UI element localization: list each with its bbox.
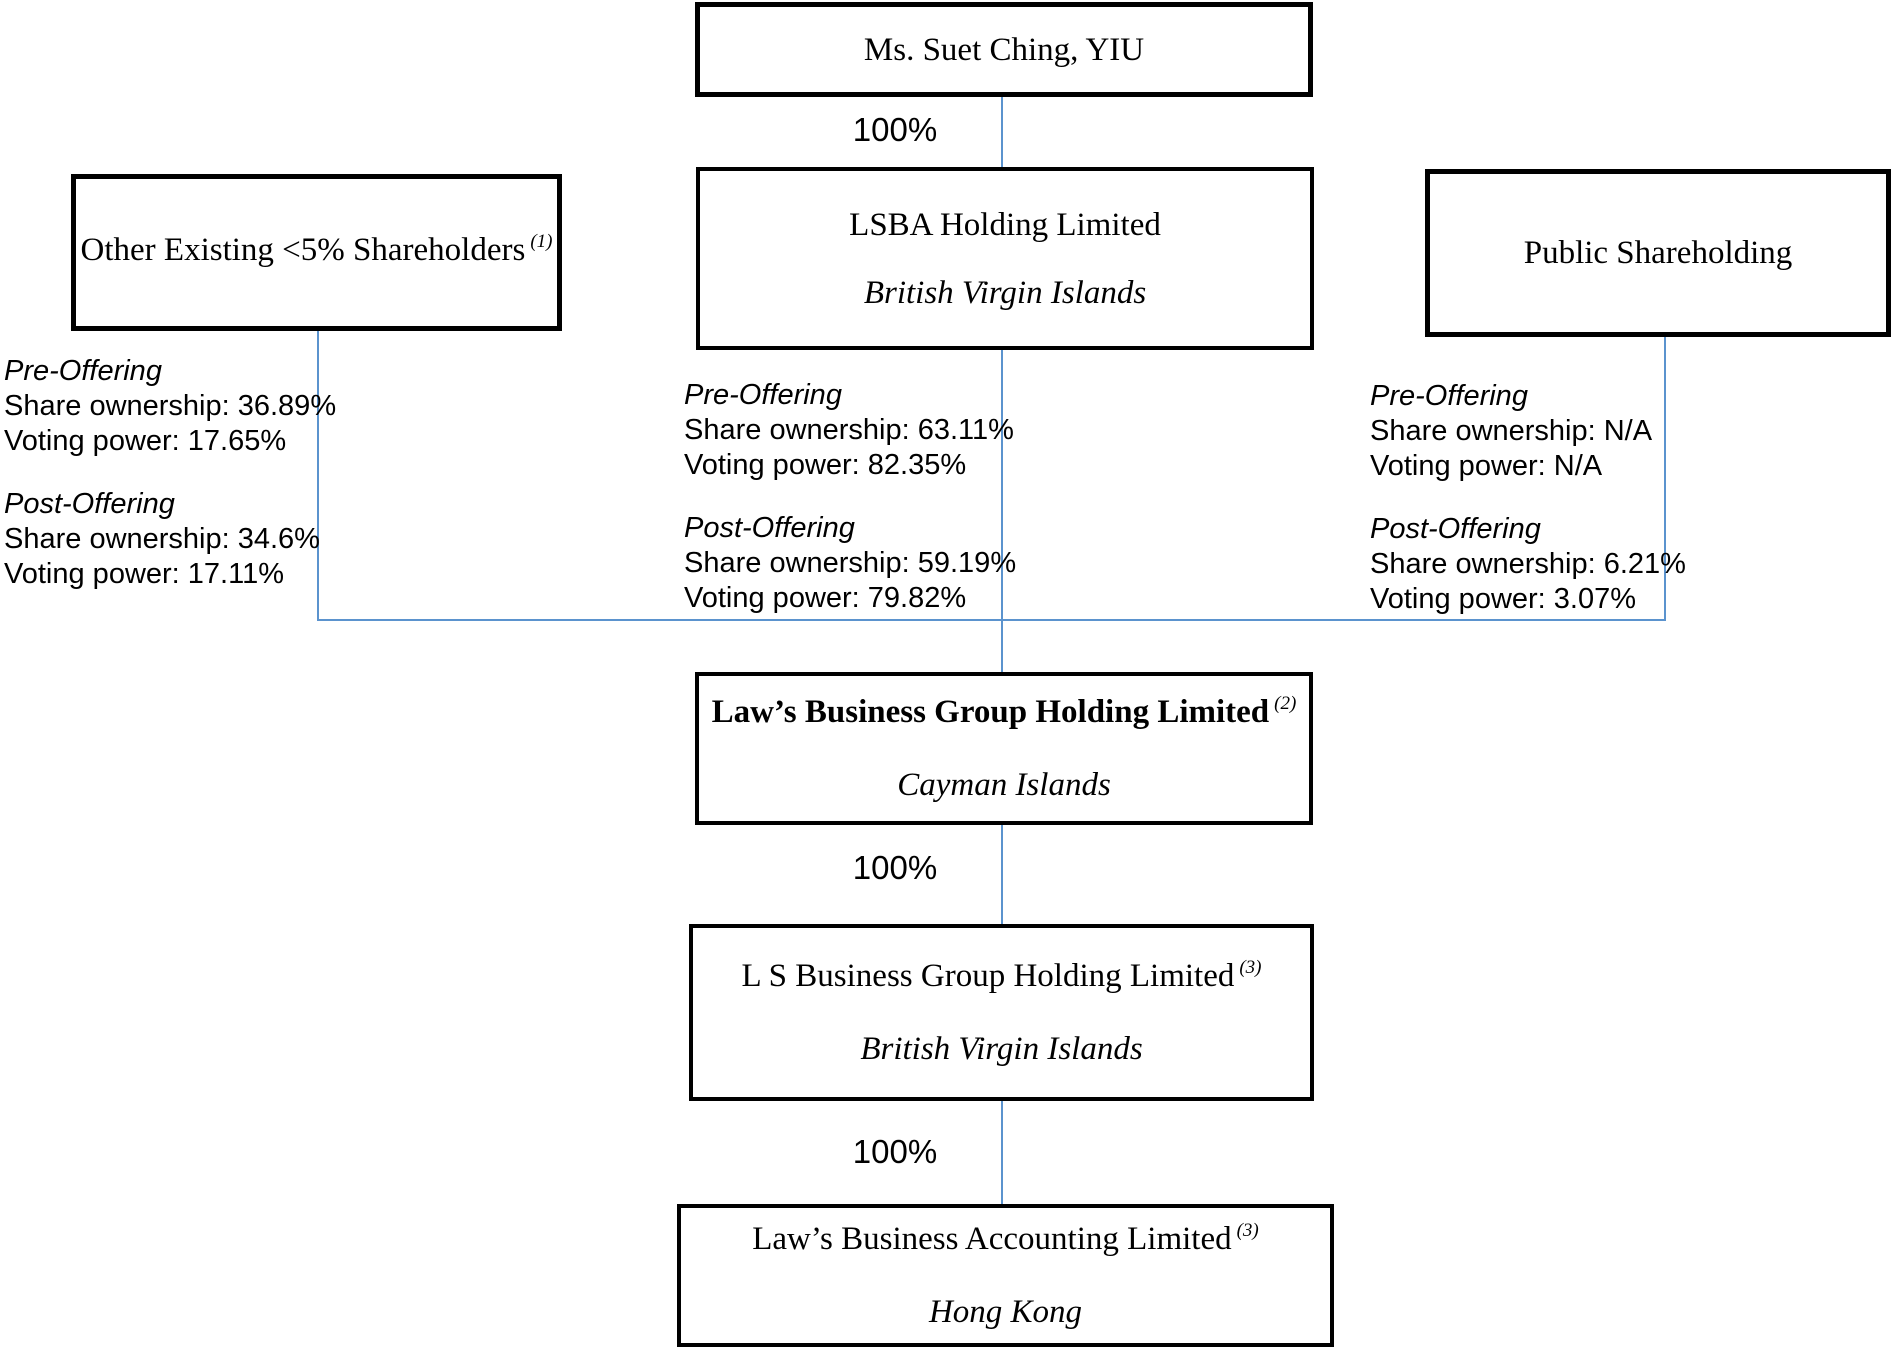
stats-other-post-share: Share ownership: 34.6% bbox=[4, 523, 320, 555]
stats-public-post-title: Post-Offering bbox=[1370, 513, 1541, 545]
stats-lsba-post-share: Share ownership: 59.19% bbox=[684, 547, 1017, 579]
node-other-shareholders-name: Other Existing <5% Shareholders(1) bbox=[80, 231, 553, 268]
node-group-holding-name: Law’s Business Group Holding Limited(2) bbox=[711, 693, 1297, 730]
edge-label-person-lsba: 100% bbox=[852, 111, 938, 148]
node-public-shareholding: Public Shareholding bbox=[1425, 169, 1891, 337]
stats-gap bbox=[1370, 484, 1686, 512]
connector-horizontal-bus bbox=[317, 619, 1666, 621]
stats-public-post-share: Share ownership: 6.21% bbox=[1370, 548, 1686, 580]
stats-other-shareholders: Pre-Offering Share ownership: 36.89% Vot… bbox=[4, 354, 336, 592]
connector-group-lsbusiness bbox=[1001, 825, 1003, 924]
node-lsba-jurisdiction: British Virgin Islands bbox=[863, 274, 1147, 311]
node-group-holding: Law’s Business Group Holding Limited(2) … bbox=[695, 672, 1313, 825]
edge-label-group-lsbusiness: 100% bbox=[852, 849, 938, 886]
node-ls-business-jurisdiction: British Virgin Islands bbox=[860, 1031, 1143, 1067]
node-public-shareholding-name: Public Shareholding bbox=[1523, 235, 1793, 271]
node-other-shareholders: Other Existing <5% Shareholders(1) bbox=[71, 174, 562, 331]
connector-person-lsba bbox=[1001, 97, 1003, 167]
connector-public-down bbox=[1664, 337, 1666, 621]
stats-other-post-title: Post-Offering bbox=[4, 488, 175, 520]
node-accounting-jurisdiction: Hong Kong bbox=[928, 1294, 1083, 1330]
node-ls-business: L S Business Group Holding Limited(3) Br… bbox=[689, 924, 1314, 1101]
stats-other-post-voting: Voting power: 17.11% bbox=[4, 558, 284, 590]
stats-lsba-pre-share: Share ownership: 63.11% bbox=[684, 414, 1014, 446]
stats-gap bbox=[684, 483, 1016, 511]
node-accounting: Law’s Business Accounting Limited(3) Hon… bbox=[677, 1204, 1334, 1347]
footnote-ref-3b: (3) bbox=[1236, 1220, 1259, 1241]
stats-lsba: Pre-Offering Share ownership: 63.11% Vot… bbox=[684, 378, 1016, 616]
stats-lsba-post-title: Post-Offering bbox=[684, 512, 855, 544]
stats-public-pre-voting: Voting power: N/A bbox=[1370, 450, 1603, 482]
connector-lsbusiness-accounting bbox=[1001, 1101, 1003, 1204]
stats-other-pre-share: Share ownership: 36.89% bbox=[4, 390, 337, 422]
footnote-ref-2: (2) bbox=[1274, 693, 1297, 714]
connector-lsba-group bbox=[1001, 350, 1003, 672]
stats-lsba-pre-voting: Voting power: 82.35% bbox=[684, 449, 967, 481]
stats-public: Pre-Offering Share ownership: N/A Voting… bbox=[1370, 379, 1686, 617]
node-lsba: LSBA Holding Limited British Virgin Isla… bbox=[696, 167, 1314, 350]
connector-other-down bbox=[317, 331, 319, 621]
footnote-ref-1: (1) bbox=[530, 231, 553, 252]
node-lsba-name: LSBA Holding Limited bbox=[849, 206, 1161, 243]
node-accounting-name: Law’s Business Accounting Limited(3) bbox=[752, 1220, 1259, 1257]
stats-public-post-voting: Voting power: 3.07% bbox=[1370, 583, 1637, 615]
stats-other-pre-voting: Voting power: 17.65% bbox=[4, 425, 287, 457]
stats-public-pre-title: Pre-Offering bbox=[1370, 380, 1528, 412]
stats-lsba-pre-title: Pre-Offering bbox=[684, 379, 842, 411]
stats-gap bbox=[4, 459, 336, 487]
node-ls-business-name: L S Business Group Holding Limited(3) bbox=[741, 957, 1262, 994]
edge-label-lsbusiness-accounting: 100% bbox=[852, 1133, 938, 1170]
stats-public-pre-share: Share ownership: N/A bbox=[1370, 415, 1653, 447]
stats-other-pre-title: Pre-Offering bbox=[4, 355, 162, 387]
node-person-name: Ms. Suet Ching, YIU bbox=[863, 31, 1145, 68]
footnote-ref-3: (3) bbox=[1239, 957, 1262, 978]
node-person: Ms. Suet Ching, YIU bbox=[695, 2, 1313, 97]
stats-lsba-post-voting: Voting power: 79.82% bbox=[684, 582, 967, 614]
node-group-holding-jurisdiction: Cayman Islands bbox=[897, 767, 1111, 803]
